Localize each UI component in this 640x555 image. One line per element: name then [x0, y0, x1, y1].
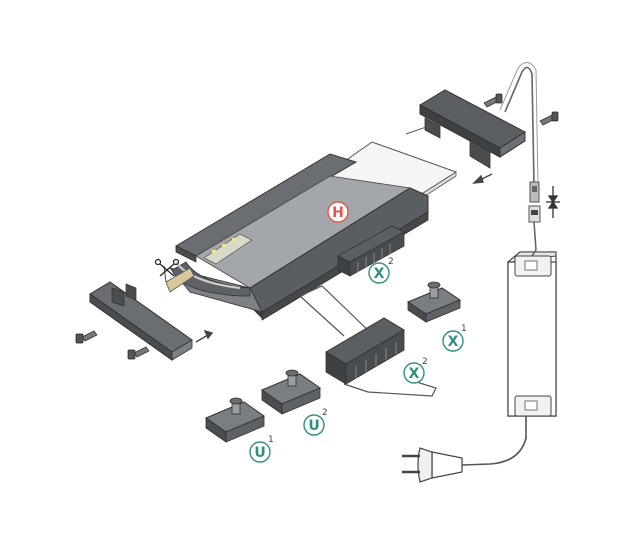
label-x2-lower: X 2 [403, 357, 428, 384]
clip-u2 [260, 369, 322, 415]
cable-top [504, 66, 535, 186]
connect-arrow-icon [546, 186, 560, 218]
label-x1-text: X [448, 334, 459, 350]
screw-icon [75, 330, 98, 344]
label-x2-lower-text: X [409, 366, 420, 382]
cable-to-driver [531, 249, 537, 257]
end-cap-left [89, 281, 193, 361]
label-x2-upper-sup: 2 [388, 257, 394, 267]
label-u1-sup: 1 [268, 435, 274, 445]
end-cap-top [418, 89, 526, 169]
cable-mid [533, 221, 537, 251]
screw-icon [127, 346, 150, 360]
scissors-icon [154, 258, 180, 277]
label-u1-text: U [254, 445, 265, 461]
mounting-bracket-x2-lower [299, 285, 437, 397]
power-supply-icon [506, 251, 557, 417]
cable-connector-upper [529, 181, 540, 203]
screw-icon [539, 111, 559, 126]
cable-top-outer [499, 62, 539, 186]
label-u1: U 1 [249, 435, 274, 463]
mains-cable [461, 416, 527, 466]
clip-x1 [406, 281, 462, 323]
label-h-text: H [332, 205, 344, 221]
screw-icon [483, 93, 503, 108]
clip-u1 [204, 397, 266, 443]
arrow-icon [472, 173, 493, 184]
led-strip-cut-end [163, 265, 195, 293]
mounting-bracket-x2-upper [337, 225, 405, 277]
plug-icon [402, 447, 463, 483]
cable-connector-lower [528, 205, 541, 223]
label-x1-sup: 1 [461, 324, 467, 334]
label-x2-lower-sup: 2 [422, 357, 428, 367]
label-u2: U 2 [303, 408, 328, 436]
label-u2-sup: 2 [322, 408, 328, 418]
arrow-icon [195, 329, 214, 343]
label-x1: X 1 [442, 324, 467, 352]
label-x2-upper-text: X [374, 266, 385, 282]
diffuser-arrow [405, 124, 433, 135]
label-h: H [327, 201, 349, 223]
label-u2-text: U [308, 418, 319, 434]
label-x2-upper: X 2 [368, 257, 394, 284]
